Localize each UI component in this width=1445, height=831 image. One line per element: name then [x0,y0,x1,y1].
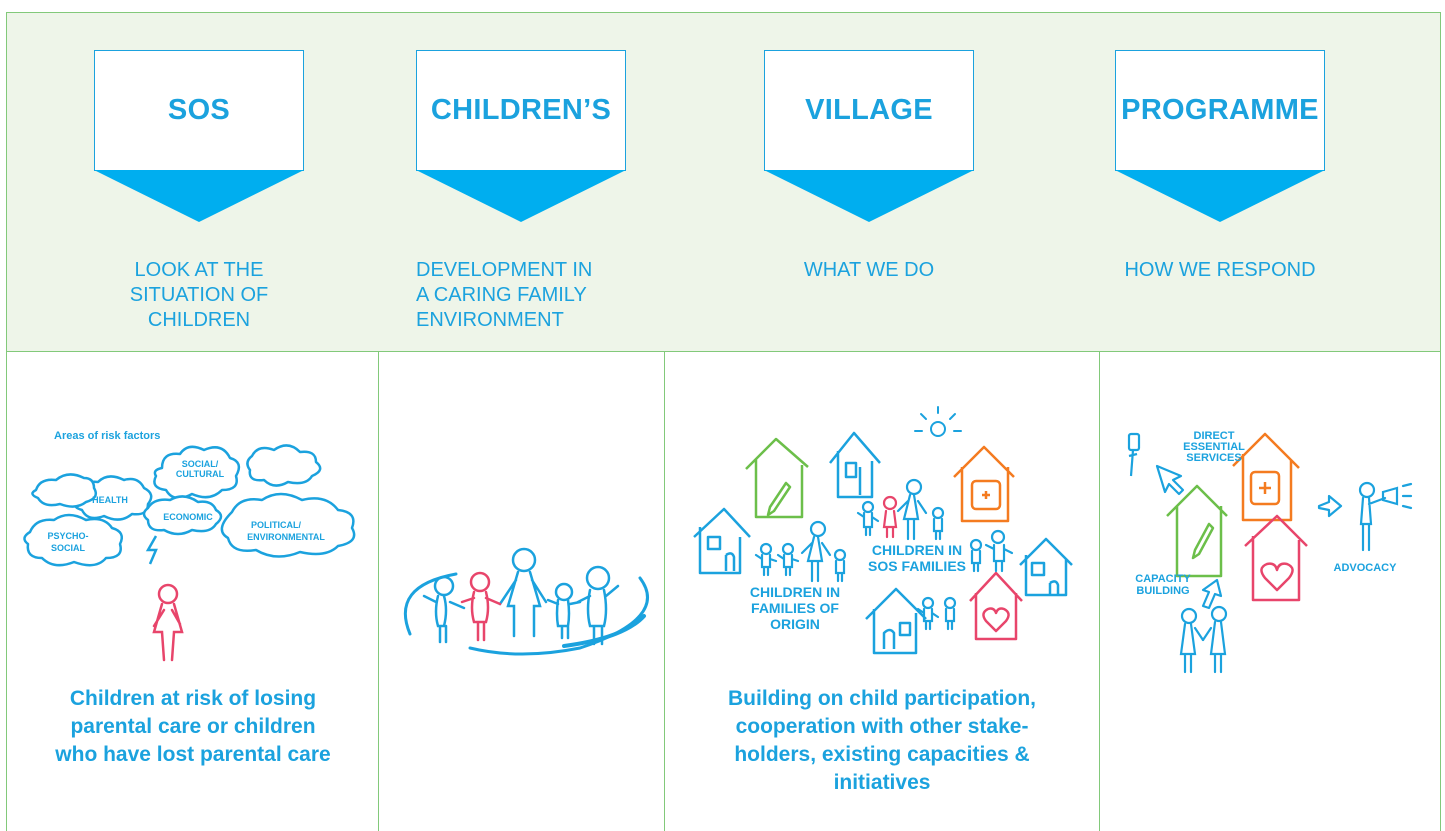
banner-caption: WHAT WE DO [803,259,935,281]
village-illustration [693,406,1073,655]
cloud-label-social: SOCIAL/ [182,459,219,469]
cloud-label-psycho: PSYCHO- [47,531,88,541]
banner-shape [416,50,626,222]
house-green-pencil-icon [745,437,809,519]
house-blue-bottom-icon [865,587,927,655]
house-pink-heart-icon [969,571,1023,641]
family-ring [403,572,649,656]
lightning-icon [145,535,158,565]
house-orange-medicine-icon [953,445,1015,523]
family-figures [422,547,620,646]
cloud-left [31,473,97,508]
banner-title: CHILDREN’S [430,93,612,126]
banner-sos: SOS [94,50,304,225]
banner-shape [94,50,304,222]
label-direct-essential-services: DIRECT ESSENTIAL SERVICES [1183,430,1245,464]
svg-text:SOCIAL/CULTURAL: SOCIAL/CULTURAL [176,459,225,479]
sos-family-figures [776,478,1014,631]
column-divider [664,352,665,831]
house-pink-heart-icon [1244,514,1308,602]
diagram-frame [6,12,1441,831]
panel3-description: Building on child participation, coopera… [728,687,1036,794]
label-children-in-sos-families: CHILDREN IN SOS FAMILIES [867,542,966,574]
cloud-social-cultural [153,445,241,500]
banner-caption: HOW WE RESPOND [1124,259,1316,281]
svg-text:PSYCHO-SOCIAL: PSYCHO- SOCIAL [47,531,88,553]
cloud-label-environmental: ENVIRONMENTAL [247,532,325,542]
cloud-psycho-social [23,513,123,567]
response-illustration [1127,432,1413,674]
banner-title: VILLAGE [805,93,933,126]
label-children-in-families-of-origin: CHILDREN IN FAMILIES OF ORIGIN [749,584,841,632]
arrow-up-icon [1201,578,1223,610]
phone-icon [1127,432,1141,477]
house-blue-top-icon [829,431,881,499]
label-advocacy: ADVOCACY [1333,562,1397,574]
cursor-arrow-icon [1155,464,1185,496]
house-blue-right-icon [1019,537,1073,597]
cloud-political [220,492,356,558]
risk-factors-illustration: Areas of risk factors SOCIAL/CULTURAL HE… [23,430,356,662]
banner-childrens: CHILDREN’S [416,50,626,225]
child-at-risk-icon [152,583,184,662]
cloud-top-right [246,444,322,487]
two-people-icon [1179,605,1228,674]
house-blue-left-icon [693,507,751,575]
cloud-label-social2: SOCIAL [51,543,86,553]
risk-heading: Areas of risk factors [54,430,160,442]
banner-village: VILLAGE [764,50,974,225]
column-divider [378,352,379,831]
origin-children [754,542,778,577]
banner-caption: DEVELOPMENT IN A CARING FAMILY ENVIRONME… [416,259,593,331]
banner-shape [1115,50,1325,222]
house-green-pencil-icon [1166,484,1228,578]
panel1-description: Children at risk of losing parental care… [55,687,331,766]
svg-text:POLITICAL/ENVIRONMENTAL: POLITICAL/ENVIRONMENTAL [247,520,325,542]
house-orange-medicine-icon [1232,432,1300,522]
banner-title: PROGRAMME [1121,93,1319,126]
megaphone-person-icon [1358,481,1413,552]
column-divider [1099,352,1100,831]
banner-caption: LOOK AT THE SITUATION OF CHILDREN [129,259,269,331]
banner-title: SOS [167,93,231,126]
family-figure-pink [460,571,502,642]
cloud-label-political: POLITICAL/ [251,520,301,530]
sun-icon [914,406,962,437]
pink-child-figures [882,495,898,539]
banner-shape [764,50,974,222]
cloud-label-cultural: CULTURAL [176,469,225,479]
arrow-right-icon [1317,494,1343,518]
label-capacity-building: CAPACITY BUILDING [1135,573,1191,597]
cloud-economic [142,495,223,536]
banner-programme: PROGRAMME [1115,50,1325,225]
cloud-label-economic: ECONOMIC [163,512,213,522]
family-illustration [403,547,649,656]
cloud-label-health: HEALTH [92,495,128,505]
